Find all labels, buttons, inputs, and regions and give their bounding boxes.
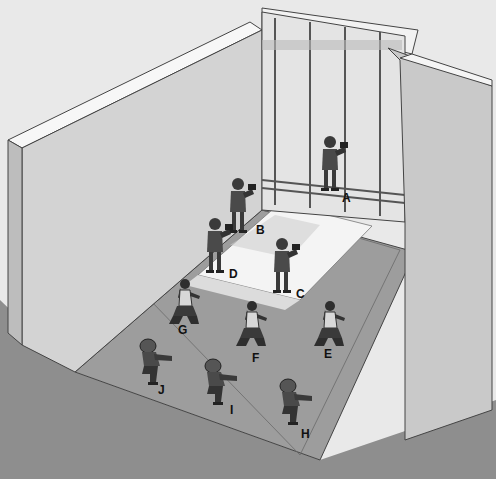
figure-letter: C: [296, 288, 305, 300]
figure-letter: B: [256, 224, 265, 236]
figure-letter: J: [158, 384, 165, 396]
figure-letter: F: [252, 352, 259, 364]
figure-letter: E: [324, 348, 332, 360]
figure-letter: G: [178, 324, 187, 336]
figure-letter: D: [229, 268, 238, 280]
figure-letter: H: [301, 428, 310, 440]
figure-letter: A: [342, 192, 351, 204]
figure-letter: I: [230, 404, 233, 416]
